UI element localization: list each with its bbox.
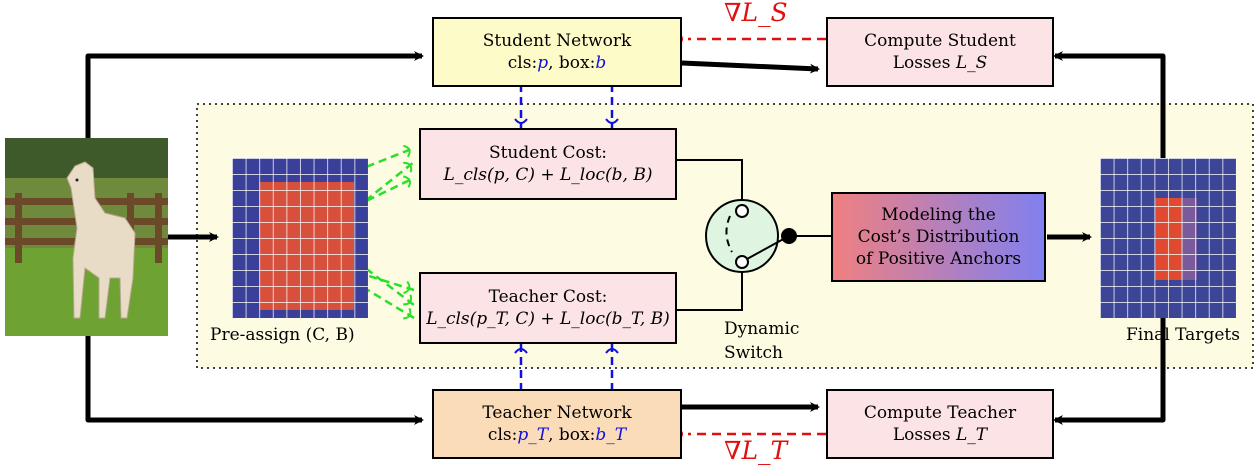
connector-student-cost-switch [675,159,743,200]
student-cost-formula: L_cls(p, C) + L_loc(b, B) [443,165,653,185]
dynamic-label: Dynamic [724,319,800,339]
horse-photo [5,138,168,336]
arrow-final-to-teacher-losses [1053,314,1166,425]
student-cost-box: Student Cost: L_cls(p, C) + L_loc(b, B) [419,128,677,200]
pre-assign-label: Pre-assign (C, B) [210,325,355,345]
arrow-image-to-student [85,51,424,138]
teacher-network-box: Teacher Network cls:p_T, box:b_T [432,389,682,459]
arrow-student-to-losses [681,60,820,74]
gradient-student-label: ∇L_S [724,0,788,27]
final-targets-label: Final Targets [1126,325,1240,345]
student-losses-box: Compute Student Losses L_S [826,17,1054,87]
teacher-network-title: Teacher Network [482,403,632,423]
teacher-losses-box: Compute Teacher Losses L_T [826,389,1054,459]
modeling-box: Modeling the Cost’s Distribution of Posi… [855,205,1022,269]
student-network-title: Student Network [482,31,632,51]
final-targets-image [1100,158,1236,318]
connector-teacher-cost-switch [675,272,743,311]
teacher-cost-formula: L_cls(p_T, C) + L_loc(b_T, B) [426,309,670,329]
gradient-teacher-label: ∇L_T [724,436,788,465]
switch-icon [705,199,797,273]
arrow-final-to-student-losses [1053,51,1166,158]
switch-label: Switch [724,343,783,363]
student-network-outputs: cls:p, box:b [507,53,607,73]
student-network-box: Student Network cls:p, box:b [432,17,682,87]
teacher-network-outputs: cls:p_T, box:b_T [487,425,627,445]
preassign-image [232,158,368,318]
modeling-box-fill [831,192,1046,282]
teacher-cost-box: Teacher Cost: L_cls(p_T, C) + L_loc(b_T,… [419,272,677,344]
arrow-image-to-teacher [85,335,424,425]
